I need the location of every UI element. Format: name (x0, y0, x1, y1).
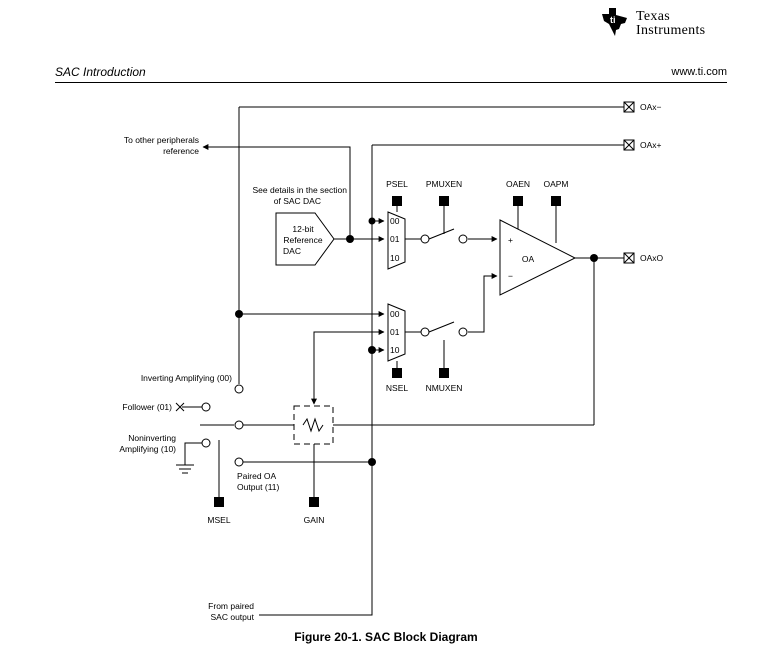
follower-terminal (201, 402, 211, 412)
opamp-plus: + (508, 235, 513, 245)
to-peripherals-wire (202, 144, 351, 239)
msel-label: MSEL (207, 515, 230, 525)
figure-caption: Figure 20-1. SAC Block Diagram (294, 630, 478, 644)
logo-line-2: Instruments (636, 23, 706, 38)
svg-text:ti: ti (610, 15, 616, 25)
msel-control (214, 497, 224, 507)
top-mux-10: 10 (390, 253, 400, 263)
dac-label-2: Reference (283, 235, 322, 245)
paired-terminal (234, 457, 244, 467)
oaen-label: OAEN (506, 179, 530, 189)
pmuxen-switch (428, 228, 455, 240)
nsel-mux (387, 303, 406, 362)
header-rule (55, 82, 727, 83)
to-peripherals-label-1: To other peripherals (124, 135, 199, 145)
oapm-label: OAPM (543, 179, 568, 189)
bottom-mux-00: 00 (390, 309, 400, 319)
nmuxen-switch (428, 321, 455, 333)
gain-to-mux (311, 329, 385, 405)
pmuxen-control (439, 196, 449, 206)
from-paired-label-1: From paired (208, 601, 254, 611)
from-paired-wire (259, 145, 373, 616)
logo-line-1: Texas (636, 9, 670, 24)
oa-label: OA (522, 254, 535, 264)
noninverting-label-1: Noninverting (128, 433, 176, 443)
gain-control (309, 497, 319, 507)
resistor-icon (302, 417, 324, 433)
paired-label-2: Output (11) (237, 482, 280, 492)
psel-control (392, 196, 402, 206)
site-url[interactable]: www.ti.com (671, 66, 727, 78)
section-title: SAC Introduction (55, 65, 146, 79)
top-mux-00: 00 (390, 216, 400, 226)
bottom-mux-01: 01 (390, 327, 400, 337)
oaen-control (513, 196, 523, 206)
follower-label: Follower (01) (122, 402, 172, 412)
oaxo-label: OAxO (640, 253, 664, 263)
inverting-label: Inverting Amplifying (00) (141, 373, 232, 383)
oaxplus-to-mux (371, 145, 385, 224)
bottom-mux-10: 10 (390, 345, 400, 355)
nmuxen-control (439, 368, 449, 378)
texas-instruments-logo: ti Texas Instruments (600, 6, 730, 40)
gain-label: GAIN (304, 515, 325, 525)
oaxplus-label: OAx+ (640, 140, 662, 150)
dac-label-3: DAC (283, 246, 301, 256)
paired-label-1: Paired OA (237, 471, 277, 481)
see-details-label-2: of SAC DAC (274, 196, 321, 206)
to-peripherals-label-2: reference (163, 146, 199, 156)
inverting-terminal (234, 384, 244, 394)
nsel-control (392, 368, 402, 378)
noninverting-terminal (201, 438, 211, 448)
op-amp (499, 219, 577, 296)
see-details-label-1: See details in the section (252, 185, 347, 195)
oaxminus-label: OAx− (640, 102, 662, 112)
opamp-minus: − (508, 271, 513, 281)
psel-label: PSEL (386, 179, 408, 189)
msel-common-terminal (234, 420, 244, 430)
nmuxen-label: NMUXEN (426, 383, 463, 393)
top-mux-01: 01 (390, 234, 400, 244)
psel-mux (387, 211, 406, 270)
nsel-label: NSEL (386, 383, 408, 393)
pmuxen-label: PMUXEN (426, 179, 462, 189)
dac-label-1: 12-bit (292, 224, 314, 234)
noninverting-label-2: Amplifying (10) (119, 444, 176, 454)
oapm-control (551, 196, 561, 206)
reference-dac (275, 212, 335, 266)
ti-state-icon: ti (602, 8, 627, 36)
from-paired-label-2: SAC output (211, 612, 255, 622)
